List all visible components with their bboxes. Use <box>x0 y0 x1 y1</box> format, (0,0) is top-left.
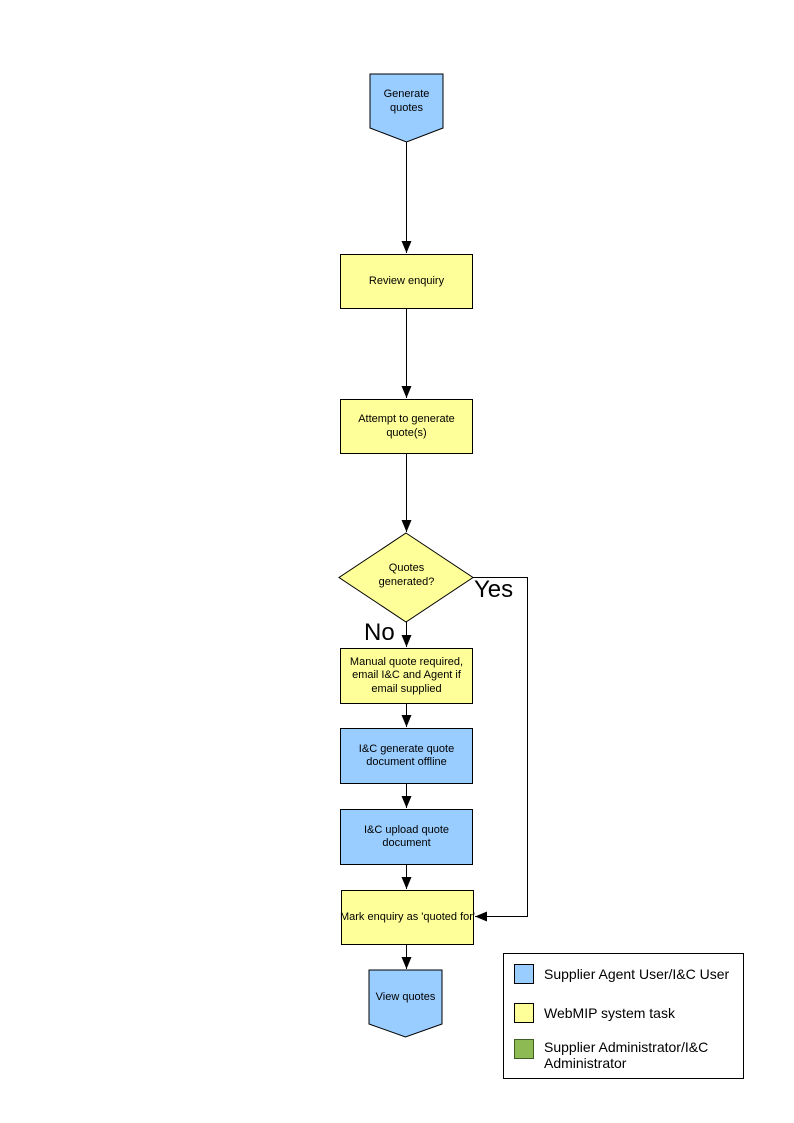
legend-swatch-blue <box>514 964 534 984</box>
legend-swatch-yellow <box>514 1003 534 1023</box>
legend-label-green: Supplier Administrator/I&C Administrator <box>544 1039 709 1072</box>
legend-swatch-green <box>514 1039 534 1059</box>
start-terminator-shape <box>369 73 444 143</box>
end-terminator-label: View quotes <box>375 991 436 1004</box>
process-mark-enquiry-quoted: Mark enquiry as 'quoted for' <box>339 890 476 945</box>
process-attempt-generate-quotes-label: Attempt to generate quote(s) <box>358 413 455 439</box>
process-mark-enquiry-quoted-label: Mark enquiry as 'quoted for' <box>339 910 476 923</box>
legend-label-blue: Supplier Agent User/I&C User <box>544 966 730 982</box>
process-upload-quote-document-label: I&C upload quote document <box>363 823 449 849</box>
process-manual-quote-required: Manual quote required, email I&C and Age… <box>340 648 473 704</box>
end-terminator-shape <box>368 969 443 1038</box>
start-terminator-label: Generate quotes <box>383 88 430 114</box>
process-upload-quote-document: I&C upload quote document <box>340 809 473 865</box>
process-attempt-generate-quotes: Attempt to generate quote(s) <box>340 399 473 454</box>
legend-box: Supplier Agent User/I&C User WebMIP syst… <box>503 953 744 1079</box>
process-review-enquiry: Review enquiry <box>340 254 473 309</box>
decision-label: Quotes generated? <box>378 562 435 588</box>
process-review-enquiry-label: Review enquiry <box>368 274 445 287</box>
process-manual-quote-required-label: Manual quote required, email I&C and Age… <box>349 655 464 695</box>
decision-diamond-shape <box>338 532 474 623</box>
branch-no-label: No <box>364 619 395 646</box>
legend-label-yellow: WebMIP system task <box>544 1005 675 1021</box>
process-generate-quote-offline-label: I&C generate quote document offline <box>358 742 455 768</box>
process-generate-quote-offline: I&C generate quote document offline <box>340 728 473 784</box>
connector-decision-yes-to-mark <box>473 577 528 922</box>
branch-yes-label: Yes <box>474 576 514 603</box>
